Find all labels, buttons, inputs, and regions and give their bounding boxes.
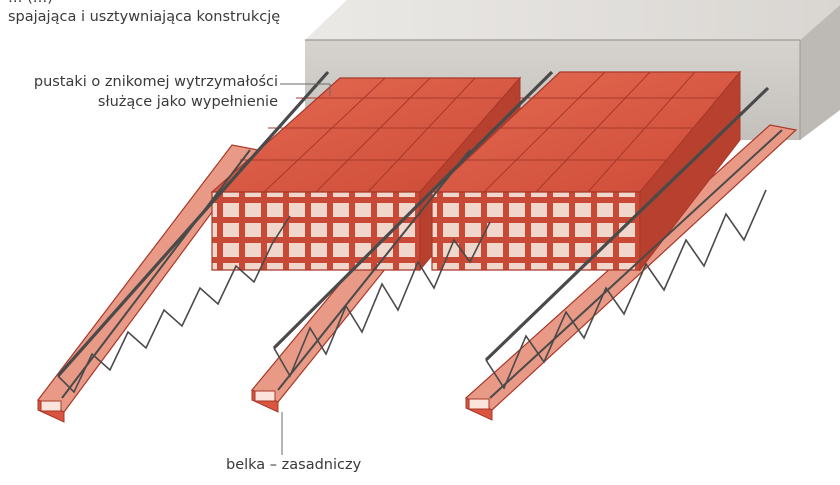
filler-label-line2: służące jako wypełnienie	[97, 94, 278, 110]
topping-label-line2: spajająca i usztywniająca konstrukcję	[8, 9, 281, 25]
beam-label: belka – zasadniczy	[226, 457, 362, 473]
steel-truss-left	[56, 70, 330, 399]
leader-lines	[280, 83, 331, 455]
filler-label-line1: pustaki o znikomej wytrzymałości	[33, 74, 278, 90]
topping-label-line1: … (…)	[8, 0, 53, 8]
steel-truss-right	[484, 86, 783, 399]
steel-truss-middle	[272, 70, 554, 391]
hollow-blocks-right	[430, 70, 742, 272]
hollow-blocks-left	[210, 76, 522, 272]
